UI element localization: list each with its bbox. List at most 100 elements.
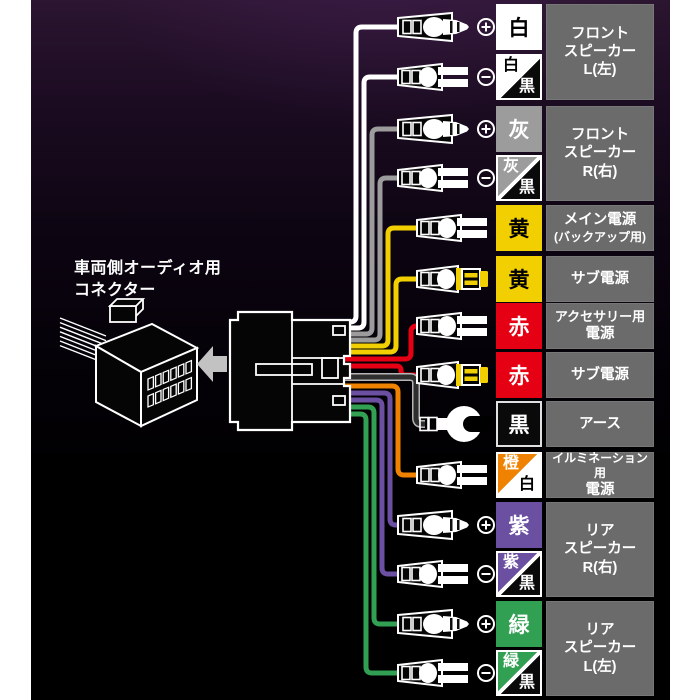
color-kanji: 黄	[508, 269, 530, 292]
pin-grid	[147, 359, 193, 408]
vehicle-connector-drawing	[59, 298, 200, 428]
function-label: サブ電源	[546, 352, 654, 398]
spade-female-terminal-icon	[397, 658, 468, 688]
bullet-male-terminal-icon	[397, 113, 469, 145]
bullet-sleeved-terminal-icon	[416, 360, 488, 390]
green-wire	[344, 411, 403, 676]
purple-wire	[344, 390, 403, 528]
function-label: メイン電源(バックアップ用)	[546, 205, 654, 251]
bullet-sleeved-terminal-icon	[416, 264, 488, 294]
color-kanji: 黒	[508, 414, 530, 437]
function-label-line: スピーカー	[563, 145, 637, 162]
yellow-wire	[344, 225, 422, 349]
function-label-line: メイン電源	[563, 212, 637, 229]
polarity-plus-icon	[477, 18, 495, 36]
spade-female-terminal-icon	[397, 62, 468, 92]
wire-color-swatch: 白黒	[496, 54, 542, 100]
function-label-line: 電源	[585, 326, 615, 343]
color-kanji: 黒	[518, 78, 535, 95]
function-label-line: R(右)	[582, 163, 618, 180]
color-kanji: 灰	[503, 158, 520, 175]
color-kanji: 橙	[503, 455, 520, 472]
color-kanji: 白	[503, 57, 520, 74]
wire-harness	[344, 24, 425, 676]
color-kanji: 紫	[503, 554, 520, 571]
function-label: イルミネーション用電源	[546, 451, 654, 498]
function-label-line: アース	[579, 415, 621, 432]
function-label: サブ電源	[546, 256, 654, 302]
color-kanji: 灰	[508, 119, 530, 142]
function-label-line: R(右)	[582, 559, 618, 576]
color-kanji: 赤	[508, 316, 530, 339]
ground-fork-terminal-icon	[419, 406, 492, 442]
spade-female-terminal-icon	[416, 213, 487, 243]
color-kanji: 緑	[508, 614, 530, 637]
spade-female-terminal-icon	[416, 460, 487, 490]
wire-color-swatch: 緑黒	[496, 650, 542, 696]
purple-wire	[344, 397, 403, 577]
function-label-line: スピーカー	[563, 43, 637, 60]
function-label-line: フロント	[571, 127, 629, 144]
function-label: アース	[546, 401, 654, 447]
color-kanji: 紫	[508, 515, 530, 538]
polarity-plus-icon	[477, 120, 495, 138]
function-label-line: アクセサリー用	[554, 308, 646, 324]
color-kanji: 白	[508, 17, 530, 40]
spade-female-terminal-icon	[397, 163, 468, 193]
polarity-minus-icon	[477, 68, 495, 86]
function-label-line: サブ電源	[571, 366, 629, 383]
wire-color-swatch: 黒	[496, 401, 542, 447]
bullet-male-terminal-icon	[397, 608, 469, 640]
wire-color-swatch: 灰	[496, 106, 542, 152]
wire-color-swatch: 紫黒	[496, 551, 542, 597]
function-label-line: リア	[585, 523, 615, 540]
spade-female-terminal-icon	[397, 559, 468, 589]
wire-color-swatch: 灰黒	[496, 155, 542, 201]
color-kanji: 黄	[508, 218, 530, 241]
red-wire	[344, 323, 422, 362]
bullet-male-terminal-icon	[397, 11, 469, 43]
wire-color-swatch: 橙白	[496, 452, 542, 498]
function-label-line: サブ電源	[571, 270, 629, 287]
spade-female-terminal-icon	[416, 311, 487, 341]
color-kanji: 黒	[518, 575, 535, 592]
white-wire	[344, 74, 403, 331]
polarity-minus-icon	[477, 664, 495, 682]
color-kanji: 黒	[518, 179, 535, 196]
function-label: アクセサリー用電源	[546, 303, 654, 349]
function-label-line: L(左)	[583, 658, 617, 675]
polarity-minus-icon	[477, 565, 495, 583]
function-label-line: 電源	[585, 481, 615, 498]
color-kanji: 白	[518, 476, 535, 493]
vehicle-connector-label-line1: 車両側オーディオ用	[74, 260, 222, 277]
function-label-line: スピーカー	[563, 640, 637, 657]
wire-color-swatch: 白	[496, 4, 542, 50]
function-label-line: フロント	[571, 25, 629, 42]
polarity-plus-icon	[477, 516, 495, 534]
color-kanji: 黒	[518, 674, 535, 691]
function-label-line: (バックアップ用)	[554, 229, 646, 244]
wire-color-swatch: 赤	[496, 352, 542, 398]
polarity-plus-icon	[477, 615, 495, 633]
wire-color-swatch: 緑	[496, 601, 542, 647]
function-label-line: リア	[585, 622, 615, 639]
yellow-wire	[344, 276, 422, 355]
vehicle-connector-label-line2: コネクター	[74, 282, 156, 300]
left-arrow-icon	[197, 346, 227, 382]
bullet-male-terminal-icon	[397, 509, 469, 541]
wire-color-swatch: 黄	[496, 256, 542, 302]
function-label-line: L(左)	[583, 62, 617, 79]
gray-wire	[344, 126, 403, 337]
color-kanji: 赤	[508, 365, 530, 388]
white-wire	[344, 24, 403, 325]
polarity-minus-icon	[477, 169, 495, 187]
harness-connector-drawing	[228, 310, 352, 432]
wire-color-swatch: 紫	[496, 502, 542, 548]
vehicle-connector-label: 車両側オーディオ用 コネクター	[74, 258, 221, 303]
gray-wire	[344, 175, 403, 343]
